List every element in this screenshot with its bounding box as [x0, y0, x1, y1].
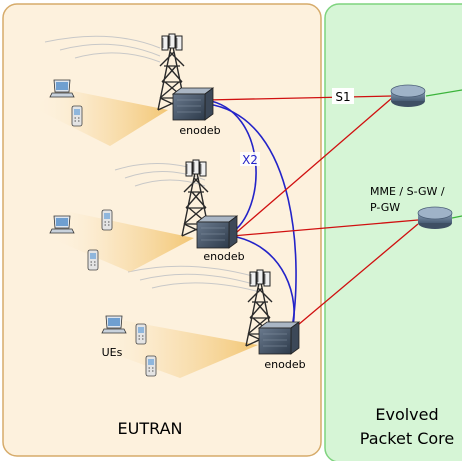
epc-title-line2: Packet Core	[360, 429, 454, 448]
enodeb-bottom[interactable]	[258, 321, 300, 355]
epc-region	[324, 3, 462, 463]
enodeb-bottom-label: enodeb	[264, 358, 305, 371]
x2-label: X2	[242, 153, 258, 167]
radio-waves	[44, 35, 261, 293]
ue-phone-4	[135, 323, 147, 345]
ue-phone-5	[145, 355, 157, 377]
core-label-line2: P-GW	[370, 201, 400, 214]
epc-title-line1: Evolved	[375, 405, 438, 424]
enodeb-mid[interactable]	[196, 215, 238, 249]
x2-label-bg	[240, 152, 260, 166]
ues-label: UEs	[102, 346, 123, 359]
core-links	[425, 89, 462, 219]
core-label-line1: MME / S-GW /	[370, 185, 445, 198]
eutran-region	[2, 3, 322, 457]
core-router-top[interactable]	[390, 84, 426, 108]
coverage-beam-bottom	[92, 318, 258, 378]
ue-phone-1	[71, 105, 83, 127]
s1-links	[205, 95, 419, 331]
s1-label: S1	[335, 90, 350, 104]
core-router-mid[interactable]	[417, 206, 453, 230]
ue-phone-3	[87, 249, 99, 271]
s1-label-bg	[332, 88, 354, 104]
enodeb-mid-label: enodeb	[203, 250, 244, 263]
enodeb-top[interactable]	[172, 87, 214, 121]
coverage-beam-top	[34, 88, 168, 146]
eutran-title: EUTRAN	[118, 419, 183, 438]
enodeb-top-label: enodeb	[179, 124, 220, 137]
ue-phone-2	[101, 209, 113, 231]
coverage-beam-mid	[50, 212, 194, 272]
